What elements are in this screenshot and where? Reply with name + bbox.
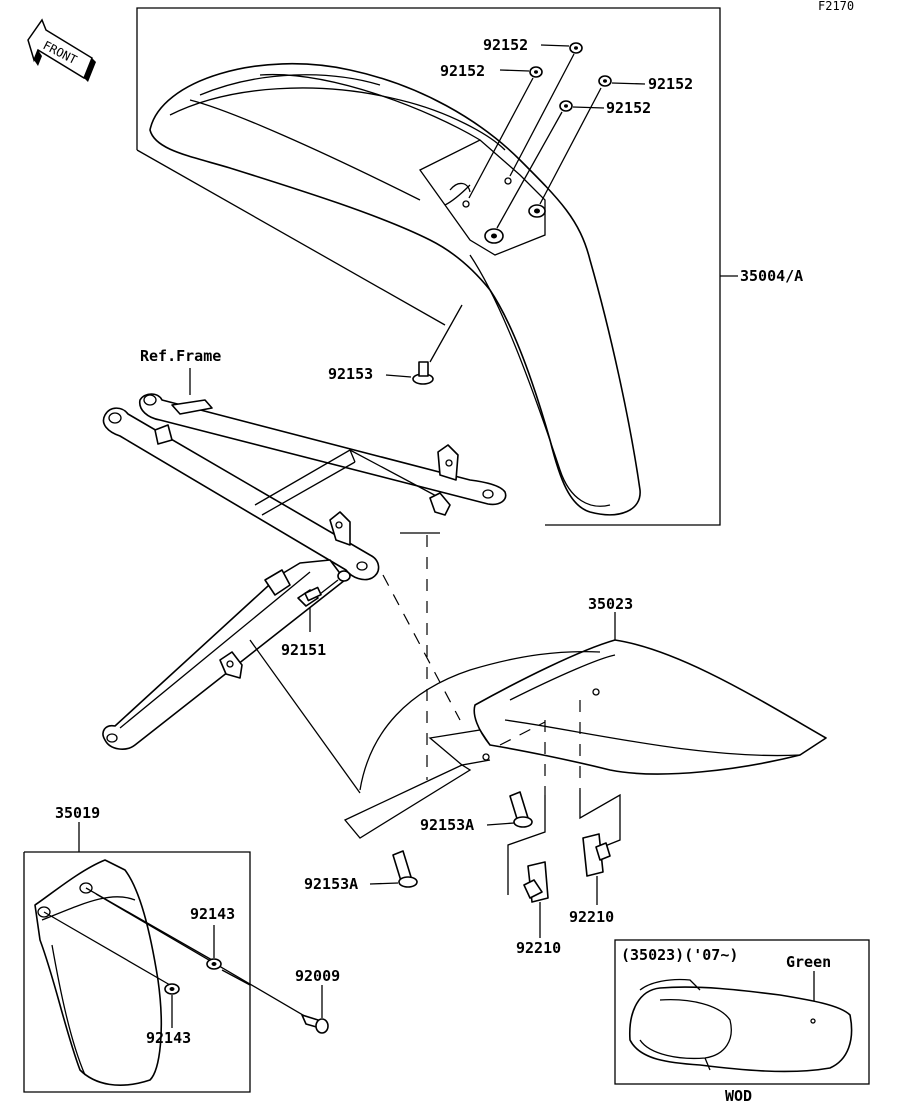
rear-fender-35023 xyxy=(343,535,827,839)
label-92152-b: 92152 xyxy=(440,62,485,80)
front-fender-frame xyxy=(136,7,738,526)
label-92143-a: 92143 xyxy=(190,905,235,923)
leader-lines-rear xyxy=(249,532,621,895)
mud-flap-frame-35019 xyxy=(23,822,251,1093)
label-35019: 35019 xyxy=(55,804,100,822)
front-arrow-icon: FRONT xyxy=(27,18,96,82)
label-92153a-b: 92153A xyxy=(304,875,358,893)
label-92153: 92153 xyxy=(328,365,373,383)
footer-code: WOD xyxy=(725,1087,752,1103)
label-92152-d: 92152 xyxy=(606,99,651,117)
label-92009: 92009 xyxy=(295,967,340,985)
washer-icons-92143 xyxy=(164,925,251,1028)
diagram-code: F2170 xyxy=(818,0,854,13)
label-92210-a: 92210 xyxy=(516,939,561,957)
bolt-icon-92151 xyxy=(297,570,351,632)
inset-title: (35023)('07~) xyxy=(621,946,738,964)
label-92143-b: 92143 xyxy=(146,1029,191,1047)
clip-icons-92210 xyxy=(523,833,611,938)
frame-reference xyxy=(102,368,507,750)
label-ref-frame: Ref.Frame xyxy=(140,347,221,365)
label-35023: 35023 xyxy=(588,595,633,613)
label-92152-a: 92152 xyxy=(483,36,528,54)
inset-rear-fender xyxy=(629,978,853,1073)
label-92153a-a: 92153A xyxy=(420,816,474,834)
screw-icon-92009 xyxy=(301,985,329,1034)
washer-icons-92152 xyxy=(468,42,646,229)
bolt-icons-92153a xyxy=(369,791,533,888)
label-35004a: 35004/A xyxy=(740,267,803,285)
label-92152-c: 92152 xyxy=(648,75,693,93)
mud-flap-35019 xyxy=(34,859,309,1086)
label-92210-b: 92210 xyxy=(569,908,614,926)
front-fender-35004 xyxy=(149,63,641,516)
label-92151: 92151 xyxy=(281,641,326,659)
inset-color-label: Green xyxy=(786,953,831,971)
screw-icon-92153 xyxy=(385,304,463,385)
